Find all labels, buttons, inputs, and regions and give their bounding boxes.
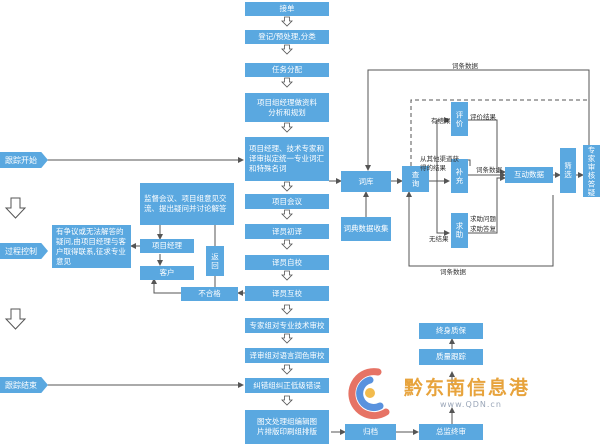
step-terminology: 项目经理、技术专家和译审拟定统一专业词汇和特殊名词 xyxy=(245,137,329,181)
step-first-translation: 译员初译 xyxy=(245,224,329,239)
help-question-label: 求助问题 xyxy=(470,215,496,223)
term-data-label-bottom: 词条数据 xyxy=(440,268,466,276)
watermark-logo xyxy=(348,368,390,420)
interaction-data-box: 互动数据 xyxy=(505,167,553,183)
supplement-box: 补充 xyxy=(451,159,468,193)
watermark-url: www.QDN.cn xyxy=(440,400,502,409)
step-graphics: 图文处理组编辑图片排版印刷组排版 xyxy=(245,410,329,444)
evaluate-box: 评价 xyxy=(451,102,468,136)
watermark-text: 黔东南信息港 xyxy=(404,377,531,399)
no-result-label: 无结果 xyxy=(429,235,449,243)
step-correction: 纠错组纠正低级错误 xyxy=(245,378,329,393)
step-order-receipt: 接单 xyxy=(245,2,329,16)
lifetime-warranty-box: 终身质保 xyxy=(419,323,483,339)
supervision-meeting-box: 监督会议、项目组意见交流、提出疑问并讨论解答 xyxy=(140,183,234,225)
step-registration: 登记/预处理,分类 xyxy=(245,30,329,44)
help-reply-label: 求助答复 xyxy=(470,225,496,233)
step-expert-review: 专家组对专业技术审校 xyxy=(245,318,329,333)
eval-result-label: 评价结果 xyxy=(470,113,496,121)
disputes-box: 有争议或无法解答的疑问,由项目经理与客户取得联系,征求专业意见 xyxy=(52,225,131,268)
tracking-start-label: 跟踪开始 xyxy=(0,152,48,168)
process-control-label: 过程控制 xyxy=(0,243,48,259)
step-project-meeting: 项目会议 xyxy=(245,194,329,209)
return-box: 返回 xyxy=(206,246,224,276)
term-collection-box: 词典数据收集 xyxy=(341,217,391,241)
tracking-end-label: 跟踪结束 xyxy=(0,377,48,393)
expert-review-box: 专家审核答疑 xyxy=(583,145,600,197)
term-bank-box: 词库 xyxy=(341,171,391,192)
step-pm-prepare: 项目组经理做资料分析和规划 xyxy=(245,93,329,122)
client-box: 客户 xyxy=(140,266,194,280)
general-director-box: 总监终审 xyxy=(419,424,483,440)
step-peer-check: 译员互校 xyxy=(245,286,329,301)
other-channels-label: 从其他渠道获得的结果 xyxy=(420,155,459,172)
query-box: 查询 xyxy=(402,166,429,192)
archive-box: 归档 xyxy=(345,424,396,440)
quality-tracking-box: 质量跟踪 xyxy=(419,349,483,365)
unqualified-box: 不合格 xyxy=(181,287,238,301)
term-data-label-top: 词条数据 xyxy=(452,62,478,70)
step-task-assignment: 任务分配 xyxy=(245,63,329,77)
help-box: 求助 xyxy=(451,213,468,248)
filter-box: 筛选 xyxy=(560,148,576,193)
step-language-review: 译审组对语言润色审校 xyxy=(245,348,329,363)
project-manager-box: 项目经理 xyxy=(140,239,194,253)
term-data-label-mid: 词条数据 xyxy=(476,166,502,174)
has-result-label: 有结果 xyxy=(431,117,451,125)
step-self-check: 译员自校 xyxy=(245,255,329,270)
